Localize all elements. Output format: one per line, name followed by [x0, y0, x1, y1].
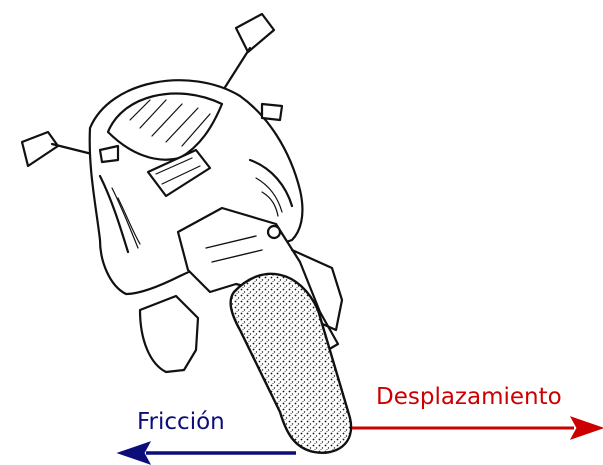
- motorcycle-icon: [22, 14, 351, 453]
- front-tire-icon: [231, 274, 351, 453]
- friction-arrow-icon: [118, 442, 296, 464]
- right-mirror-icon: [222, 14, 274, 92]
- friction-label: Fricción: [137, 411, 225, 434]
- lower-body-shape: [140, 296, 198, 372]
- displacement-label: Desplazamiento: [376, 386, 562, 409]
- displacement-arrow-icon: [352, 417, 603, 439]
